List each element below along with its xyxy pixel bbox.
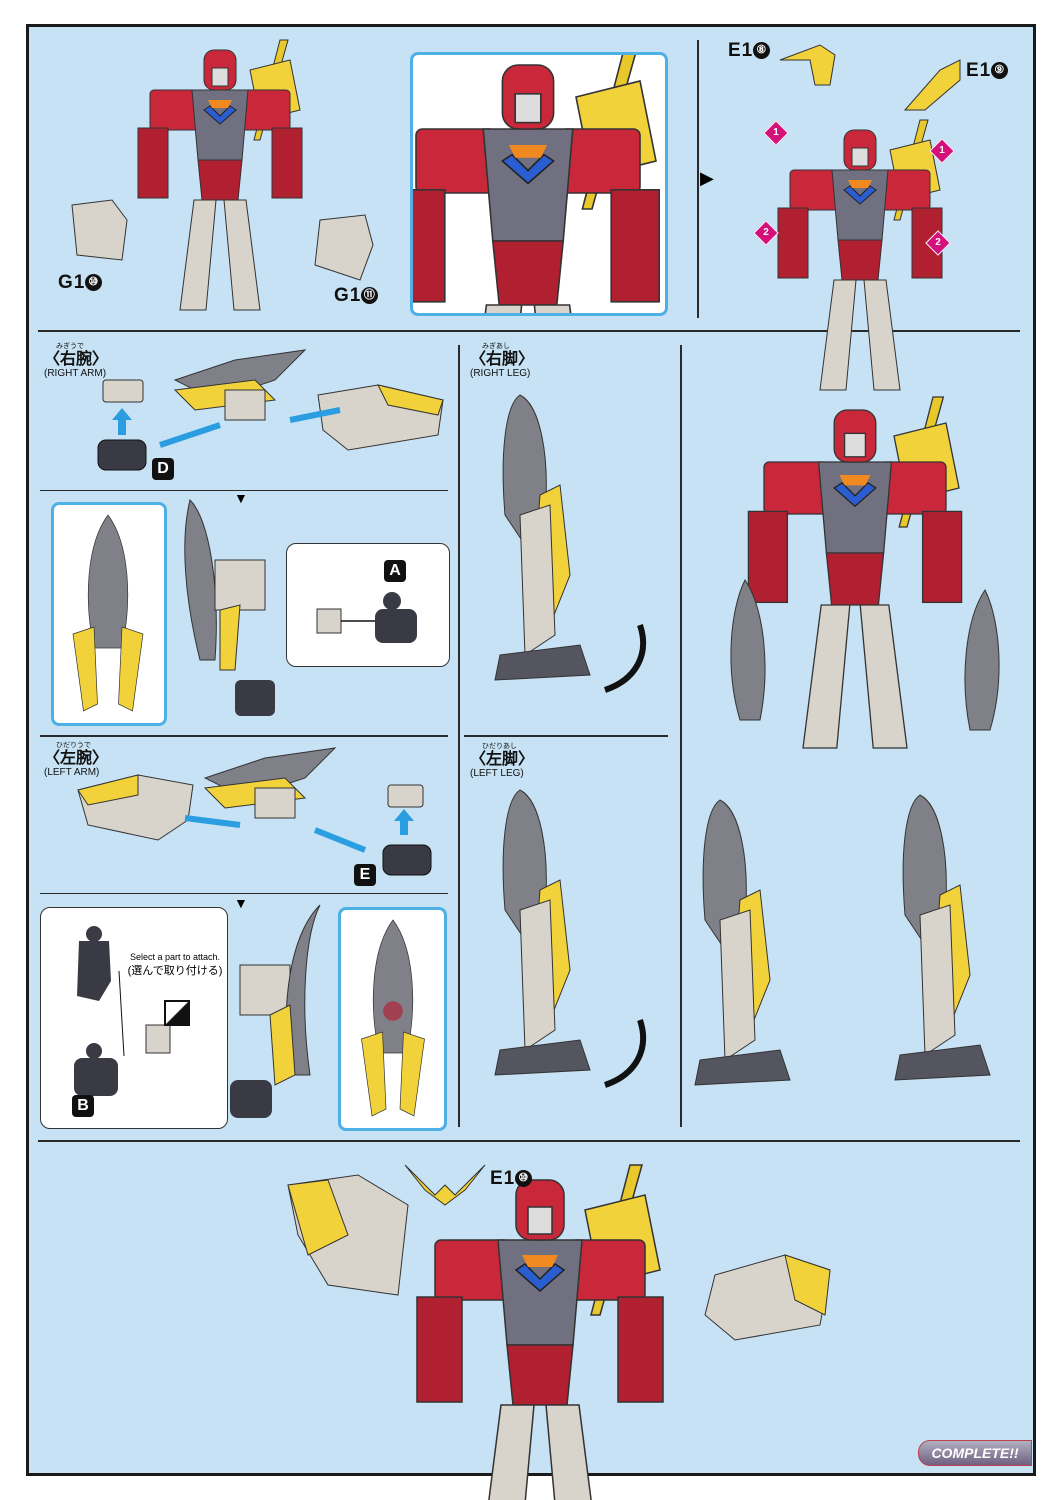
select-part-text-jp: (選んで取り付ける) — [127, 964, 223, 977]
right-arm-cover — [317, 384, 444, 451]
shoulder-part-g1-10 — [71, 199, 128, 261]
antenna-part-e1-8 — [779, 44, 836, 86]
left-leg-shield — [694, 799, 791, 1086]
detail-callout — [410, 52, 668, 316]
detail-callout — [51, 502, 167, 726]
detail-callout: Select a part to attach. (選んで取り付ける) — [40, 907, 228, 1129]
shoulder-part-g1-11 — [314, 214, 374, 281]
detail-callout — [338, 907, 447, 1131]
part-label-d: D — [152, 458, 174, 480]
arrow-down-icon: ▼ — [234, 490, 248, 506]
left-shoulder-armor — [287, 1174, 409, 1296]
left-leg-illustration — [494, 789, 647, 1088]
section-title-right-leg: みぎあし〈右脚〉(RIGHT LEG) — [470, 343, 535, 380]
part-label-a: A — [384, 560, 406, 582]
optional-part-icon — [164, 1000, 190, 1026]
part-label-e: E — [354, 864, 376, 886]
antenna-part-e1-9 — [903, 59, 961, 111]
arm-shield-left — [730, 579, 766, 721]
section-title-left-arm: ひだりうで〈左腕〉(LEFT ARM) — [44, 742, 109, 779]
left-arm-cover — [77, 774, 194, 841]
assembly-arrows — [159, 407, 341, 448]
crest-part-e1-10 — [404, 1164, 486, 1206]
right-shoulder-armor — [704, 1254, 831, 1341]
detail-callout — [286, 543, 450, 667]
divider — [680, 345, 682, 1127]
section-title-left-leg: ひだりあし〈左脚〉(LEFT LEG) — [470, 743, 535, 780]
hand-part-e — [382, 784, 432, 876]
arm-shield-right — [964, 589, 1000, 731]
right-leg-illustration — [494, 394, 647, 693]
arrow-down-icon: ▼ — [234, 895, 248, 911]
complete-badge: COMPLETE!! — [918, 1440, 1032, 1466]
arrow-right-icon: ▶ — [700, 168, 714, 188]
divider — [40, 735, 448, 737]
divider — [458, 345, 460, 1127]
part-label-b: B — [72, 1095, 94, 1117]
right-leg-shield — [894, 794, 991, 1081]
divider — [38, 1140, 1020, 1142]
divider — [40, 893, 448, 894]
right-arm-assembled — [184, 499, 275, 716]
robot-torso-illustration — [137, 39, 303, 311]
select-part-text: Select a part to attach. — [129, 952, 221, 962]
divider — [38, 330, 1020, 332]
divider — [697, 40, 699, 318]
divider — [40, 490, 448, 491]
divider — [464, 735, 668, 737]
hand-part-d — [97, 379, 147, 471]
left-arm-assembled — [230, 904, 321, 1118]
assembly-arrows — [184, 815, 367, 853]
section-title-right-arm: みぎうで〈右腕〉(RIGHT ARM) — [44, 343, 109, 380]
